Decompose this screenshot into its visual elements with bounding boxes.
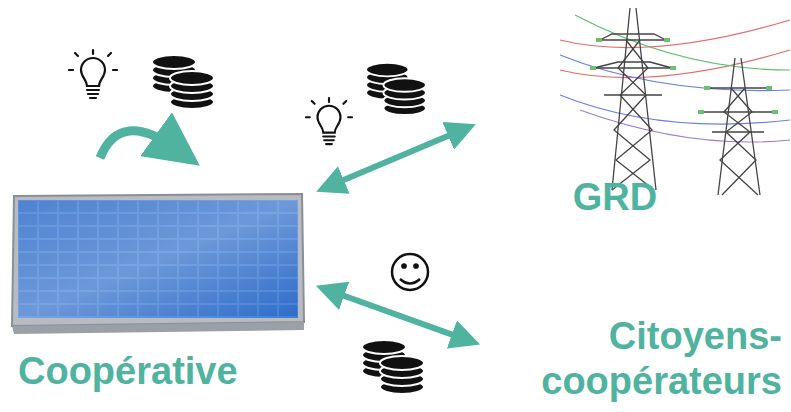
node-label-box: Citoyens- coopérateurs — [470, 290, 788, 408]
coins-icon — [366, 63, 426, 115]
bulb-icon — [69, 50, 117, 98]
solar-panel — [12, 194, 304, 334]
self-arrow — [100, 131, 178, 158]
flow-arrow — [330, 130, 462, 186]
node-title: Citoyens- coopérateurs — [470, 314, 782, 404]
node-title: Coopérative — [18, 349, 308, 394]
coins-icon — [362, 340, 424, 394]
bulb-icon — [306, 98, 352, 144]
node-label-box: GRD — [470, 20, 788, 220]
node-label-box: Coopérative — [10, 190, 310, 400]
smiley-icon — [392, 254, 428, 290]
power-pylons — [560, 8, 790, 195]
coins-icon — [152, 55, 214, 109]
node-title: GRD — [540, 175, 690, 220]
flow-arrow — [330, 291, 466, 340]
